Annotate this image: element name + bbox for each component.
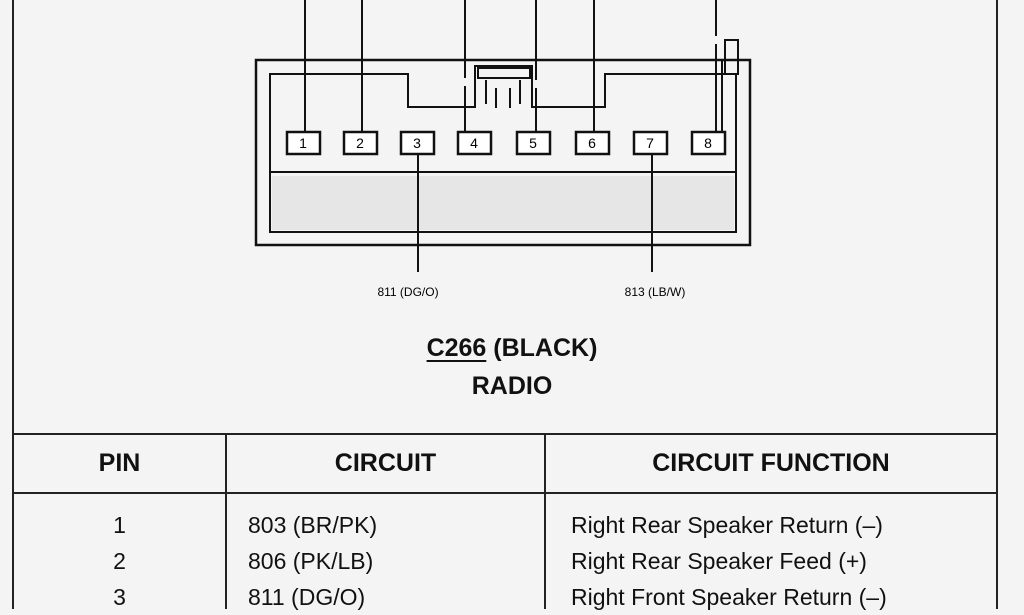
pin-box bbox=[456, 130, 493, 156]
table-header: PIN CIRCUIT CIRCUIT FUNCTION bbox=[13, 434, 997, 494]
pin-box bbox=[574, 130, 611, 156]
cell-circuit: 811 (DG/O) bbox=[248, 583, 366, 610]
table-row: 3 811 (DG/O) Right Front Speaker Return … bbox=[13, 579, 997, 615]
connector-housing bbox=[254, 39, 752, 247]
pin-number: 7 bbox=[646, 135, 654, 151]
cell-function: Right Rear Speaker Feed (+) bbox=[571, 547, 867, 574]
pin-number: 2 bbox=[356, 135, 364, 151]
pin-box bbox=[632, 130, 669, 156]
pin-number: 1 bbox=[299, 135, 307, 151]
header-function: CIRCUIT FUNCTION bbox=[652, 448, 890, 477]
connector-title: C266 (BLACK) bbox=[0, 334, 1024, 363]
connector-color: (BLACK) bbox=[493, 334, 598, 362]
pin-number: 8 bbox=[704, 135, 712, 151]
pin-box bbox=[285, 130, 322, 156]
pin-box bbox=[690, 130, 727, 156]
table-grid bbox=[13, 433, 997, 609]
cell-circuit: 803 (BR/PK) bbox=[248, 511, 378, 538]
wire-label-pin7: 813 (LB/W) bbox=[625, 285, 686, 299]
pin-number: 3 bbox=[413, 135, 421, 151]
table-row: 1 803 (BR/PK) Right Rear Speaker Return … bbox=[13, 507, 997, 543]
connector-name: RADIO bbox=[471, 372, 553, 400]
pin-row: 1 2 3 4 5 6 7 8 bbox=[285, 130, 727, 156]
lower-wires bbox=[417, 154, 653, 272]
cell-pin: 3 bbox=[113, 583, 126, 610]
cell-function: Right Rear Speaker Return (–) bbox=[571, 511, 883, 538]
pin-box bbox=[515, 130, 552, 156]
pin-box bbox=[342, 130, 379, 156]
connector-shade bbox=[272, 176, 734, 230]
cell-circuit: 806 (PK/LB) bbox=[248, 547, 374, 574]
pin-number: 4 bbox=[470, 135, 478, 151]
upper-wires bbox=[304, 0, 723, 132]
cell-pin: 1 bbox=[113, 511, 126, 538]
cell-pin: 2 bbox=[113, 547, 126, 574]
pin-table: PIN CIRCUIT CIRCUIT FUNCTION 1 803 (BR/P… bbox=[13, 434, 997, 615]
connector-id: C266 bbox=[426, 334, 487, 362]
header-pin: PIN bbox=[98, 448, 141, 477]
header-circuit: CIRCUIT bbox=[334, 448, 437, 477]
pin-number: 6 bbox=[588, 135, 596, 151]
table-body: 1 803 (BR/PK) Right Rear Speaker Return … bbox=[13, 494, 997, 615]
pin-number: 5 bbox=[529, 135, 537, 151]
table-row: 2 806 (PK/LB) Right Rear Speaker Feed (+… bbox=[13, 543, 997, 579]
wire-label-pin3: 811 (DG/O) bbox=[377, 285, 438, 299]
cell-function: Right Front Speaker Return (–) bbox=[571, 583, 887, 610]
